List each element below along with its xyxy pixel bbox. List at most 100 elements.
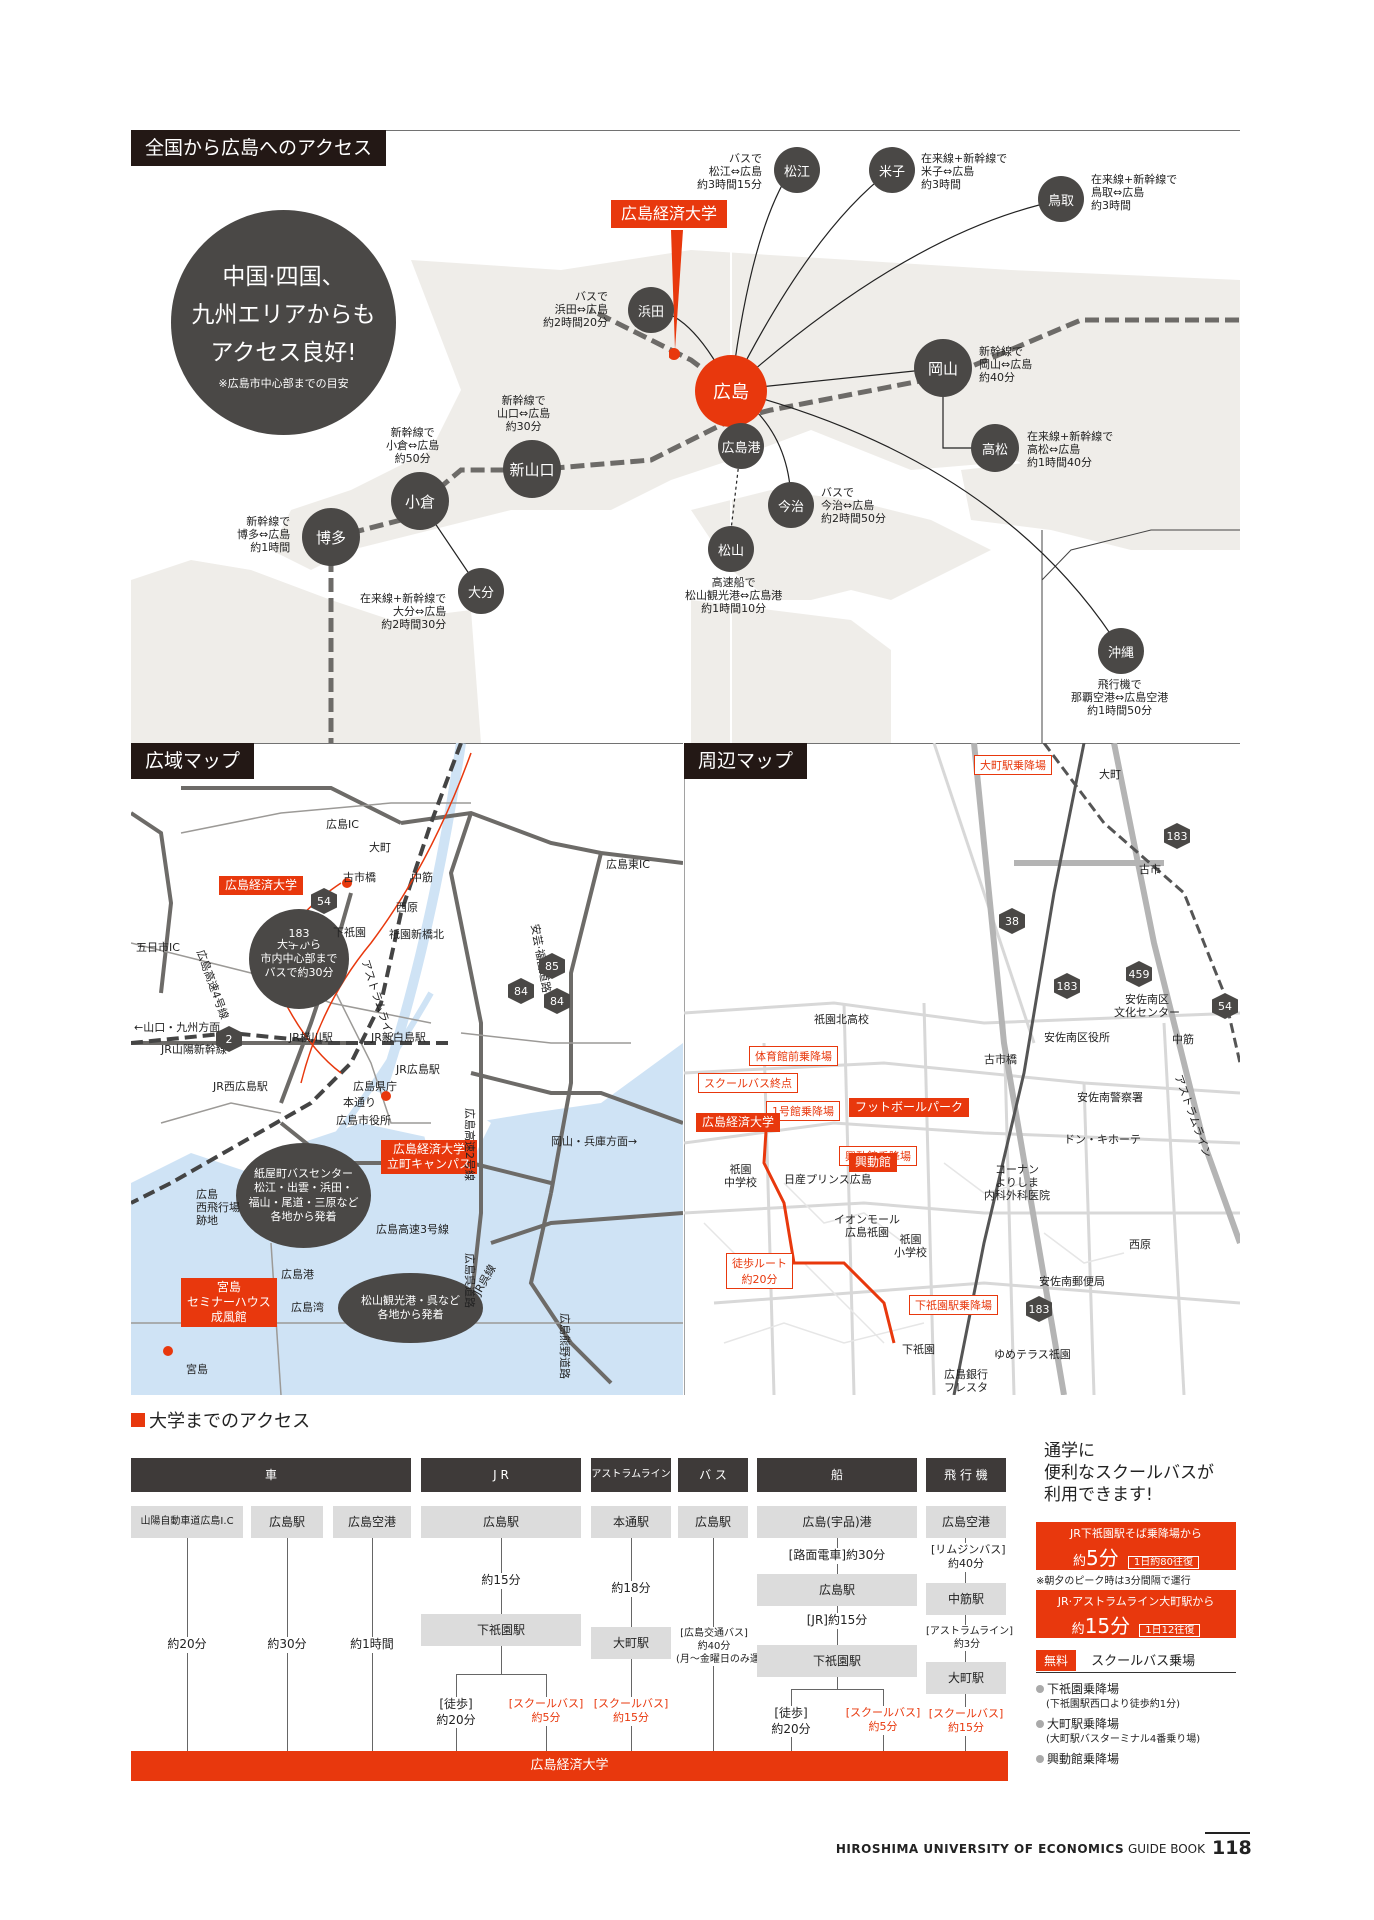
wide-label: 中筋 — [411, 871, 433, 884]
wide-label: 広島市役所 — [336, 1114, 391, 1127]
footer-page: 118 — [1212, 1837, 1252, 1859]
note-oita: 在来線+新幹線で 大分⇔広島 約2時間30分 — [360, 592, 447, 632]
city-shinyamaguchi: 新山口 — [503, 440, 561, 498]
city-tottori: 鳥取 — [1038, 176, 1084, 222]
callout-note: ※広島市中心部までの目安 — [218, 377, 349, 390]
wide-label: 古市橋 — [343, 871, 376, 884]
wide-bus-center: 紙屋町バスセンター 松江・出雲・浜田・ 福山・尾道・三原など 各地から発着 — [236, 1143, 371, 1248]
local-label: 安佐南警察署 — [1077, 1091, 1143, 1104]
ship-station-box-2: 下祇園駅 — [757, 1645, 917, 1677]
local-stop-label: 1号館乗降場 — [766, 1101, 840, 1121]
wide-label: 広島港 — [281, 1268, 314, 1281]
origin-box: 本通駅 — [591, 1506, 671, 1538]
wide-label: 五日市IC — [136, 941, 180, 954]
route-shield: 183 — [1164, 823, 1190, 849]
schoolbus-box2: JR·アストラムライン大町駅から 約15分 1日12往復 — [1036, 1590, 1236, 1638]
wide-map: 広域マップ 広島経済大学 大学から 市内中心部まで バスで約30分 紙屋町バスセ… — [131, 743, 683, 1395]
wide-label: JR横川駅 — [289, 1031, 333, 1044]
note-matsue: バスで 松江⇔広島 約3時間15分 — [697, 152, 762, 192]
top-map-header: 全国から広島へのアクセス — [131, 130, 387, 166]
local-label: ドン・キホーテ — [1064, 1133, 1141, 1146]
ship-time-1: [路面電車]約30分 — [777, 1548, 897, 1564]
schoolbus-title: 通学に 便利なスクールバスが 利用できます! — [1044, 1441, 1214, 1506]
footer-text: HIROSHIMA UNIVERSITY OF ECONOMICS GUIDE … — [836, 1842, 1205, 1856]
air-bus: [スクールバス] 約15分 — [928, 1707, 1004, 1736]
footer-book: GUIDE BOOK — [1127, 1842, 1205, 1856]
route-shield: 183 — [1054, 973, 1080, 999]
top-map: 全国から広島へのアクセス 中国·四国、 九州エリアからも アクセス良好! ※広島… — [131, 130, 1240, 743]
wide-label: 岡山・兵庫方面→ — [551, 1135, 638, 1148]
origin-box: 広島空港 — [926, 1506, 1006, 1538]
city-okayama: 岡山 — [914, 339, 972, 397]
route-shield: 183 — [1026, 1296, 1052, 1322]
wide-map-header: 広域マップ — [131, 743, 255, 779]
stop-bullet-icon — [1036, 1754, 1044, 1763]
box2-freq: 1日12往復 — [1139, 1624, 1201, 1637]
astram-time-1: 約18分 — [601, 1581, 661, 1597]
jr-station-box: 下祇園駅 — [421, 1614, 581, 1646]
ship-walk: [徒歩] 約20分 — [761, 1706, 821, 1738]
city-kokura: 小倉 — [391, 472, 449, 530]
footer-school: HIROSHIMA UNIVERSITY OF ECONOMICS — [835, 1842, 1125, 1856]
note-yonago: 在来線+新幹線で 米子⇔広島 約3時間 — [921, 152, 1008, 192]
wide-university-label: 広島経済大学 — [219, 876, 304, 895]
stop-bullet-icon — [1036, 1719, 1044, 1728]
note-hakata: 新幹線で 博多⇔広島 約1時間 — [237, 515, 291, 555]
local-label: 広島銀行 フレスタ — [944, 1368, 988, 1395]
note-takamatsu: 在来線+新幹線で 高松⇔広島 約1時間40分 — [1027, 430, 1114, 470]
box1-freq: 1日約80往復 — [1127, 1556, 1199, 1569]
box1-title: JR下祇園駅そば乗降場から — [1070, 1527, 1202, 1540]
air-station-box-1: 中筋駅 — [926, 1583, 1006, 1615]
stop-bullet-icon — [1036, 1685, 1044, 1693]
car-time: 約20分 — [161, 1637, 213, 1653]
category-header: バ ス — [678, 1458, 748, 1492]
local-label: 中筋 — [1172, 1033, 1194, 1046]
schoolbus-box1: JR下祇園駅そば乗降場から 約5分 1日約80往復 — [1036, 1522, 1236, 1570]
university-pointer — [669, 230, 683, 360]
category-header: J R — [421, 1458, 581, 1492]
callout-line3: アクセス良好! — [210, 340, 357, 366]
jr-bus: [スクールバス] 約5分 — [506, 1697, 586, 1726]
city-okinawa: 沖縄 — [1098, 628, 1144, 674]
local-map-header: 周辺マップ — [684, 743, 808, 779]
box2-title: JR·アストラムライン大町駅から — [1057, 1595, 1215, 1608]
box2-time-row: 約15分 1日12往復 — [1036, 1610, 1236, 1639]
stop-note: (下祇園駅西口より徒歩約1分) — [1046, 1699, 1180, 1711]
connector-line — [456, 1674, 546, 1675]
route-shield: 54 — [1212, 993, 1238, 1019]
wide-campus-label: 広島経済大学 立町キャンパス — [381, 1140, 478, 1174]
stop-item: 興動館乗降場 — [1047, 1751, 1120, 1766]
local-label: 古市 — [1139, 863, 1161, 876]
note-hamada: バスで 浜田⇔広島 約2時間20分 — [543, 290, 608, 330]
callout-circle: 中国·四国、 九州エリアからも アクセス良好! ※広島市中心部までの目安 — [171, 210, 396, 435]
wide-label: JR広島駅 — [396, 1063, 440, 1076]
wide-port-note-text: 松山観光港・呉など 各地から発着 — [361, 1293, 460, 1321]
wide-label: 広島県庁 — [353, 1080, 397, 1093]
wide-label: 大町 — [369, 841, 391, 854]
local-label: イオンモール 広島祇園 — [834, 1213, 900, 1240]
city-matsuyama: 松山 — [708, 526, 754, 572]
category-header: 飛 行 機 — [926, 1458, 1006, 1492]
wide-label: 下祇園 — [333, 926, 366, 939]
note-tottori: 在来線+新幹線で 鳥取⇔広島 約3時間 — [1091, 173, 1178, 213]
jr-walk: [徒歩] 約20分 — [426, 1697, 486, 1729]
note-kokura: 新幹線で 小倉⇔広島 約50分 — [386, 426, 440, 466]
local-stop-label: 大町駅乗降場 — [974, 755, 1052, 775]
wide-bus-center-text: 紙屋町バスセンター 松江・出雲・浜田・ 福山・尾道・三原など 各地から発着 — [248, 1166, 359, 1223]
stops-list: 下祇園乗降場(下祇園駅西口より徒歩約1分)大町駅乗降場(大町駅バスターミナル4番… — [1036, 1678, 1241, 1768]
wide-seminar-house: 宮島 セミナーハウス 成風館 — [181, 1278, 277, 1327]
note-shinyamaguchi: 新幹線で 山口⇔広島 約30分 — [497, 394, 551, 434]
access-destination: 広島経済大学 — [131, 1751, 1008, 1781]
origin-box: 山陽自動車道広島I.C — [131, 1506, 243, 1538]
box1-time: 5分 — [1086, 1546, 1119, 1570]
local-red-label: 興動館 — [849, 1153, 898, 1172]
local-label: 祇園 小学校 — [894, 1233, 927, 1260]
callout-line1: 中国·四国、 — [222, 264, 345, 290]
box2-time-prefix: 約 — [1071, 1622, 1085, 1637]
ship-bus: [スクールバス] 約5分 — [843, 1706, 923, 1735]
jr-time-1: 約15分 — [461, 1573, 541, 1589]
callout-line2: 九州エリアからも — [191, 302, 376, 328]
wide-label: JR西広島駅 — [213, 1080, 268, 1093]
local-label: 安佐南区 文化センター — [1114, 993, 1180, 1020]
